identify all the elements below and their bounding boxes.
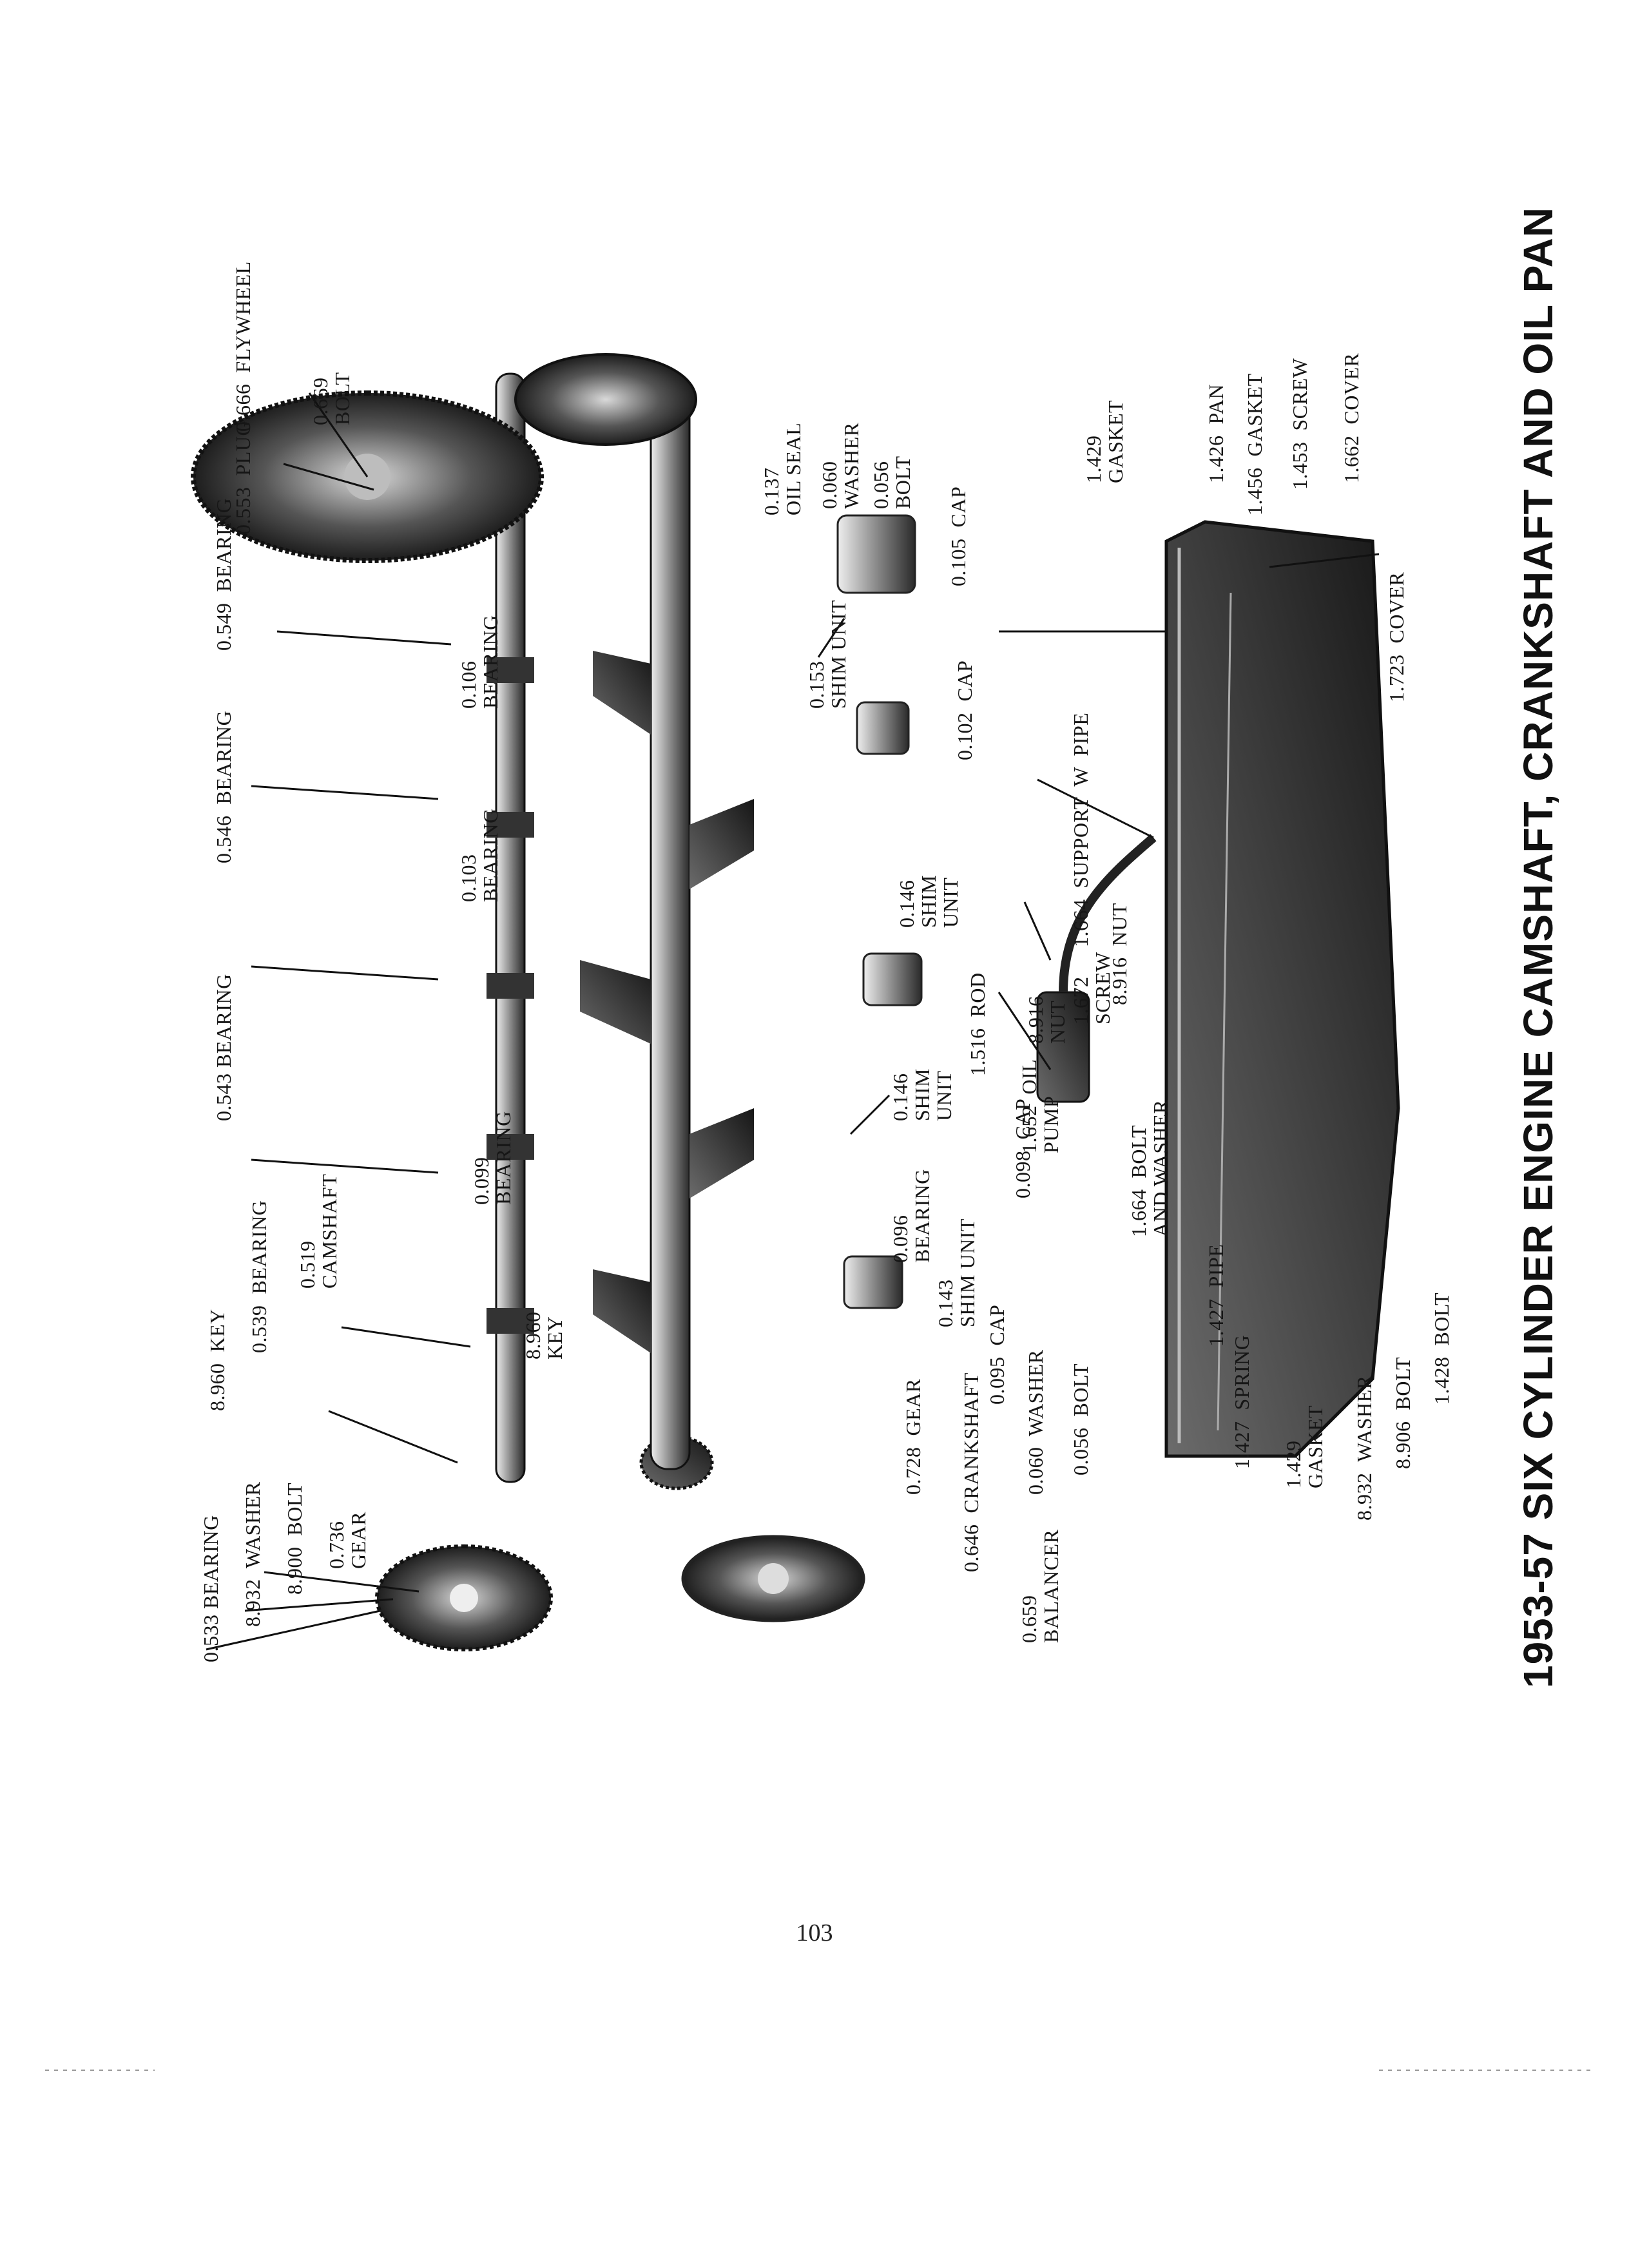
scan-artifact-left [45,2070,155,2071]
callout-1427-pipe: 1.427 PIPE [1204,1244,1228,1347]
callout-0056-bolt-2: 0.056 BOLT [1069,1363,1092,1475]
balancer-0659 [681,1535,865,1622]
callout-0060-washer: 0.060 WASHER [818,422,863,509]
callout-1672-screw: 1.672 SCREW [1069,952,1114,1024]
callout-8916-nut: 8.916 NUT [1024,995,1069,1044]
callout-0060-washer-2: 0.060 WASHER [1024,1349,1047,1495]
callout-0728-gear: 0.728 GEAR [901,1378,925,1495]
callout-0533-bearing: 0.533 BEARING [199,1515,222,1662]
callout-1664-support-w-pipe: 1.664 SUPPORT W PIPE [1069,712,1092,947]
scan-artifact-right [1379,2070,1592,2071]
callout-0519-camshaft: 0.519 CAMSHAFT [296,1173,341,1289]
oil-pan [1164,520,1400,1458]
leader-lines [206,392,1380,1651]
callout-1456-gasket: 1.456 GASKET [1243,373,1266,515]
callout-1516-rod: 1.516 ROD [966,972,989,1076]
camshaft [487,372,534,1483]
timing-gear-0736 [375,1544,553,1651]
callout-0669-bolt: 0.669 BOLT [309,372,354,425]
callout-0106-bearing: 0.106 BEARING [457,615,502,709]
callout-0143-shim-unit: 0.143 SHIM UNIT [934,1218,979,1327]
callout-1453-screw: 1.453 SCREW [1288,358,1311,490]
callout-0543-bearing: 0.543 BEARING [212,974,235,1121]
callout-0102-cap: 0.102 CAP [953,660,976,760]
callout-1426-pan: 1.426 PAN [1204,383,1228,483]
callout-0146-shim-unit: 0.146 SHIM UNIT [895,874,962,928]
callout-0546-bearing: 0.546 BEARING [212,710,235,863]
callout-0153-shim-unit: 0.153 SHIM UNIT [805,600,850,709]
callout-1723-cover: 1.723 COVER [1385,572,1408,702]
callout-0553-plug: 0.553 PLUG [231,420,255,535]
callout-8960-key-2: 8.960 KEY [521,1311,566,1360]
callout-8900-bolt: 8.900 BOLT [283,1482,306,1595]
callout-0146-shim-unit-2: 0.146 SHIM UNIT [889,1068,956,1121]
callout-8960-key: 8.960 KEY [206,1309,229,1411]
callout-0103-bearing: 0.103 BEARING [457,808,502,902]
page-number: 103 [796,1919,833,1946]
callout-8932-washer: 8.932 WASHER [241,1481,264,1627]
callout-0099-bearing: 0.099 BEARING [470,1111,515,1205]
callout-0056-bolt: 0.056 BOLT [869,456,914,509]
callout-0105-cap: 0.105 CAP [947,486,970,586]
oil-pump [1036,834,1157,1103]
callout-0096-bearing: 0.096 BEARING [889,1169,934,1263]
plate-title: 1953-57 SIX CYLINDER ENGINE CAMSHAFT, CR… [1515,206,1561,1688]
callout-1429-gasket: 1.429 GASKET [1082,399,1127,483]
callout-0539-bearing: 0.539 BEARING [247,1200,271,1353]
callout-8916-nut-2: 8.916 NUT [1108,903,1131,1005]
callout-0095-cap: 0.095 CAP [985,1304,1008,1405]
main-bearing-caps [836,514,923,1309]
callout-0666-flywheel: 0.666 FLYWHEEL [231,261,255,432]
callout-8906-bolt: 8.906 BOLT [1391,1356,1414,1469]
callout-1664-bolt-and-washer: 1.664 BOLT AND WASHER [1127,1099,1172,1237]
callout-0659-balancer: 0.659 BALANCER [1017,1529,1063,1643]
callout-1427-spring: 1.427 SPRING [1230,1334,1253,1469]
engine-exploded-illustration [191,353,1400,1651]
callout-0137-oil-seal: 0.137 OIL SEAL [760,422,805,515]
callout-1429-gasket-2: 1.429 GASKET [1282,1405,1327,1488]
callout-8932-washer-2: 8.932 WASHER [1353,1375,1376,1521]
callout-0646-crankshaft: 0.646 CRANKSHAFT [959,1372,983,1572]
callout-1652-oil-pump: 1.652 OIL PUMP [1017,1059,1063,1153]
crankshaft [514,353,754,1470]
exploded-view-plate: 0.533 BEARING 8.932 WASHER 8.900 BOLT 0.… [161,206,1572,1688]
callout-1428-bolt: 1.428 BOLT [1430,1292,1453,1405]
callout-1662-cover: 1.662 COVER [1340,352,1363,483]
callout-0736-gear: 0.736 GEAR [325,1511,370,1569]
